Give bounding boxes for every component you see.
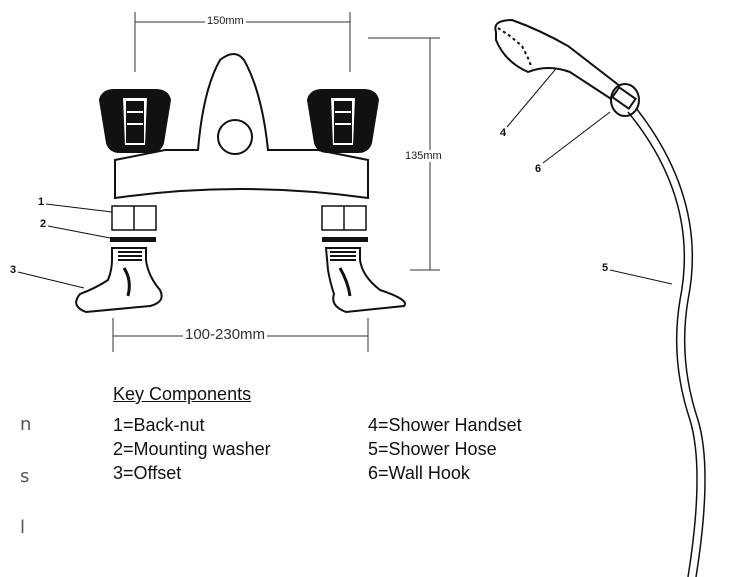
spacing-dimension-label: 100-230mm bbox=[183, 326, 268, 343]
callout-lines bbox=[17, 57, 673, 289]
key-item-shower-hose: 5=Shower Hose bbox=[368, 439, 497, 459]
right-washer bbox=[322, 237, 368, 242]
tap-body-hole bbox=[217, 119, 253, 155]
right-handle bbox=[306, 89, 380, 153]
shower-hose bbox=[627, 107, 706, 577]
cut-text-3: l bbox=[20, 517, 26, 538]
left-back-nut bbox=[111, 205, 157, 231]
callout-6: 6 bbox=[535, 163, 542, 175]
key-item-offset: 3=Offset bbox=[113, 463, 182, 483]
callout-3: 3 bbox=[10, 264, 17, 276]
cut-text-2: s bbox=[20, 466, 30, 487]
callout-1: 1 bbox=[38, 196, 45, 208]
wall-hook bbox=[610, 83, 640, 117]
key-item-wall-hook: 6=Wall Hook bbox=[368, 463, 470, 483]
callout-4: 4 bbox=[500, 127, 507, 139]
left-washer bbox=[110, 237, 156, 242]
callout-5: 5 bbox=[602, 262, 609, 274]
key-item-back-nut: 1=Back-nut bbox=[113, 415, 205, 435]
key-title: Key Components bbox=[113, 384, 252, 404]
left-handle bbox=[98, 89, 172, 153]
left-offset bbox=[75, 247, 163, 314]
callout-2: 2 bbox=[40, 218, 47, 230]
width-dimension-label: 150mm bbox=[205, 15, 246, 27]
key-item-mounting-washer: 2=Mounting washer bbox=[113, 439, 271, 459]
cut-text-1: n bbox=[20, 414, 32, 435]
right-back-nut bbox=[321, 205, 367, 231]
height-dimension-label: 135mm bbox=[403, 150, 444, 162]
key-item-shower-handset: 4=Shower Handset bbox=[368, 415, 522, 435]
right-offset bbox=[324, 247, 406, 314]
